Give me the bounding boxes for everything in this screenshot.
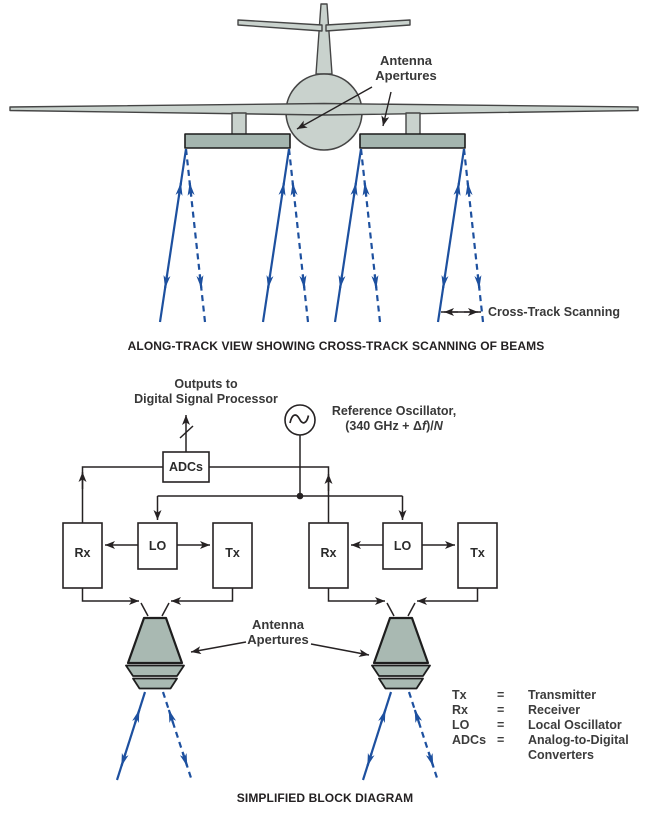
horn-antenna-left — [125, 616, 185, 690]
lo-box-right — [382, 522, 423, 570]
stabilizer-left — [237, 19, 323, 32]
tx-left-label: Tx — [225, 546, 240, 560]
reference-oscillator-label: Reference Oscillator, (340 GHz + Δf)/N — [331, 404, 457, 433]
legend-row-rx: Rx=Receiver — [452, 703, 581, 717]
tx-right-label: Tx — [470, 546, 485, 560]
top-caption: ALONG-TRACK VIEW SHOWING CROSS-TRACK SCA… — [127, 339, 545, 353]
pylon-left — [231, 112, 247, 136]
component-boxes — [62, 451, 498, 589]
block-caption: SIMPLIFIED BLOCK DIAGRAM — [236, 791, 414, 805]
adcs-box-label: ADCs — [168, 460, 204, 474]
block-diagram-beams — [115, 691, 440, 782]
oscillator-frequency: (340 GHz + Δf)/N — [345, 418, 443, 433]
outputs-label: Outputs to Digital Signal Processor — [134, 377, 278, 406]
lo-right-label: LO — [393, 539, 412, 553]
vertical-fin — [315, 3, 333, 75]
aperture-bar-right — [359, 133, 466, 149]
aircraft-front-view — [9, 3, 639, 151]
bus-slash — [179, 425, 194, 439]
cross-track-scanning-label: Cross-Track Scanning — [488, 305, 620, 319]
block-antenna-apertures-label: Antenna Apertures — [247, 617, 309, 647]
lo-box-left — [137, 522, 178, 570]
legend-row-adcs: ADCs=Analog-to-Digital — [452, 733, 629, 747]
wing — [9, 102, 639, 116]
tx-box-right — [457, 522, 498, 589]
stabilizer-right — [325, 19, 411, 32]
aperture-bar-left — [184, 133, 291, 149]
legend-row-converters: Converters — [528, 748, 594, 762]
junction-dot — [296, 492, 304, 500]
lo-left-label: LO — [148, 539, 167, 553]
reference-oscillator-symbol — [284, 404, 316, 436]
pylon-right — [405, 112, 421, 136]
rx-left-label: Rx — [74, 546, 91, 560]
block-diagram-lines — [78, 415, 479, 658]
legend: Tx=Transmitter Rx=Receiver LO=Local Osci… — [452, 688, 629, 763]
rx-right-label: Rx — [320, 546, 337, 560]
legend-row-tx: Tx=Transmitter — [452, 688, 597, 702]
tx-box-left — [212, 522, 253, 589]
rx-box-right — [308, 522, 349, 589]
top-antenna-apertures-label: Antenna Apertures — [375, 53, 437, 83]
legend-row-lo: LO=Local Oscillator — [452, 718, 622, 732]
horn-antenna-right — [371, 616, 431, 690]
top-scanning-beams — [158, 148, 485, 323]
top-antenna-label-arrows — [296, 86, 392, 130]
rx-box-left — [62, 522, 103, 589]
adcs-box — [162, 451, 210, 483]
